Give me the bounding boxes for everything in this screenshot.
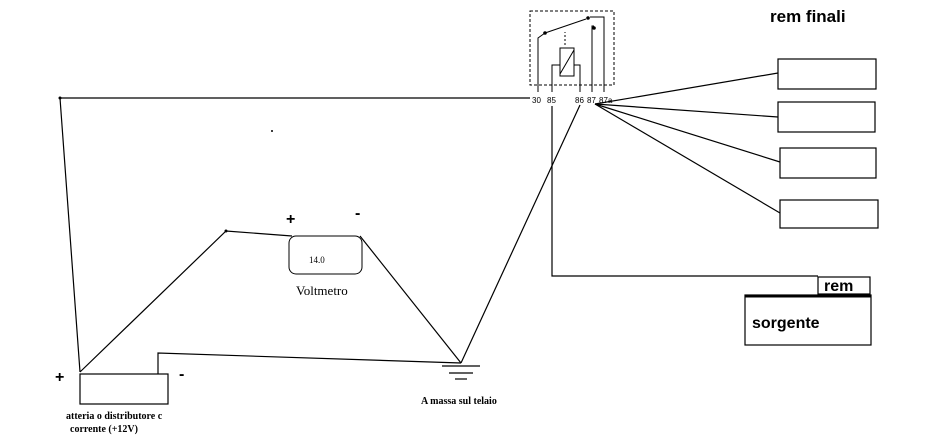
wire-relay86-to-ground (460, 104, 581, 364)
amplifier-box-2 (777, 101, 876, 133)
voltmeter-display (288, 235, 363, 275)
relay: 30 85 86 87 87a (529, 10, 615, 105)
relay-coil (559, 47, 575, 77)
wire-to-amp-4 (594, 103, 781, 214)
wire-voltmeter-to-ground (359, 235, 462, 364)
relay-pin-85: 85 (547, 96, 556, 105)
voltmeter: + - 14.0 Voltmetro (286, 205, 363, 298)
ground-label: A massa sul telaio (421, 396, 497, 407)
battery-minus: - (179, 366, 184, 383)
voltmeter-plus: + (286, 211, 295, 228)
wire-battery-to-relay30 (59, 97, 530, 373)
relay-pin-87a: 87a (599, 96, 613, 105)
wire-to-amp-3 (594, 103, 781, 163)
rem-label: rem (824, 278, 853, 295)
battery-label-line1: atteria o distributore c (66, 411, 163, 422)
amplifiers (777, 58, 879, 229)
rem-terminal (817, 276, 871, 295)
amplifier-box-3 (779, 147, 877, 179)
relay-housing (529, 10, 615, 86)
voltmeter-reading: 14.0 (309, 255, 325, 265)
source-label: sorgente (752, 315, 820, 332)
source-box (744, 294, 872, 346)
wire-battery-to-voltmeter (79, 230, 293, 373)
source-unit: rem sorgente (744, 276, 872, 346)
battery-label-line2: corrente (+12V) (70, 424, 138, 435)
relay-pin-86: 86 (575, 96, 584, 105)
battery-plus: + (55, 369, 64, 386)
relay-pin-30: 30 (532, 96, 541, 105)
amplifier-box-4 (779, 199, 879, 229)
battery-box (79, 373, 169, 405)
voltmeter-minus: - (355, 205, 360, 222)
diagram-title: rem finali (770, 7, 846, 26)
wire-to-amp-2 (594, 103, 779, 118)
wire-relay85-to-rem (551, 106, 818, 277)
relay-pin-87: 87 (587, 96, 596, 105)
amplifier-box-1 (777, 58, 877, 90)
wire-to-amp-1 (594, 72, 779, 105)
wire-battery-neg-to-ground (157, 352, 462, 374)
battery: + - atteria o distributore c corrente (+… (55, 366, 184, 435)
ground-symbol: A massa sul telaio (421, 365, 497, 407)
voltmeter-label: Voltmetro (296, 283, 348, 298)
wires (59, 72, 818, 374)
